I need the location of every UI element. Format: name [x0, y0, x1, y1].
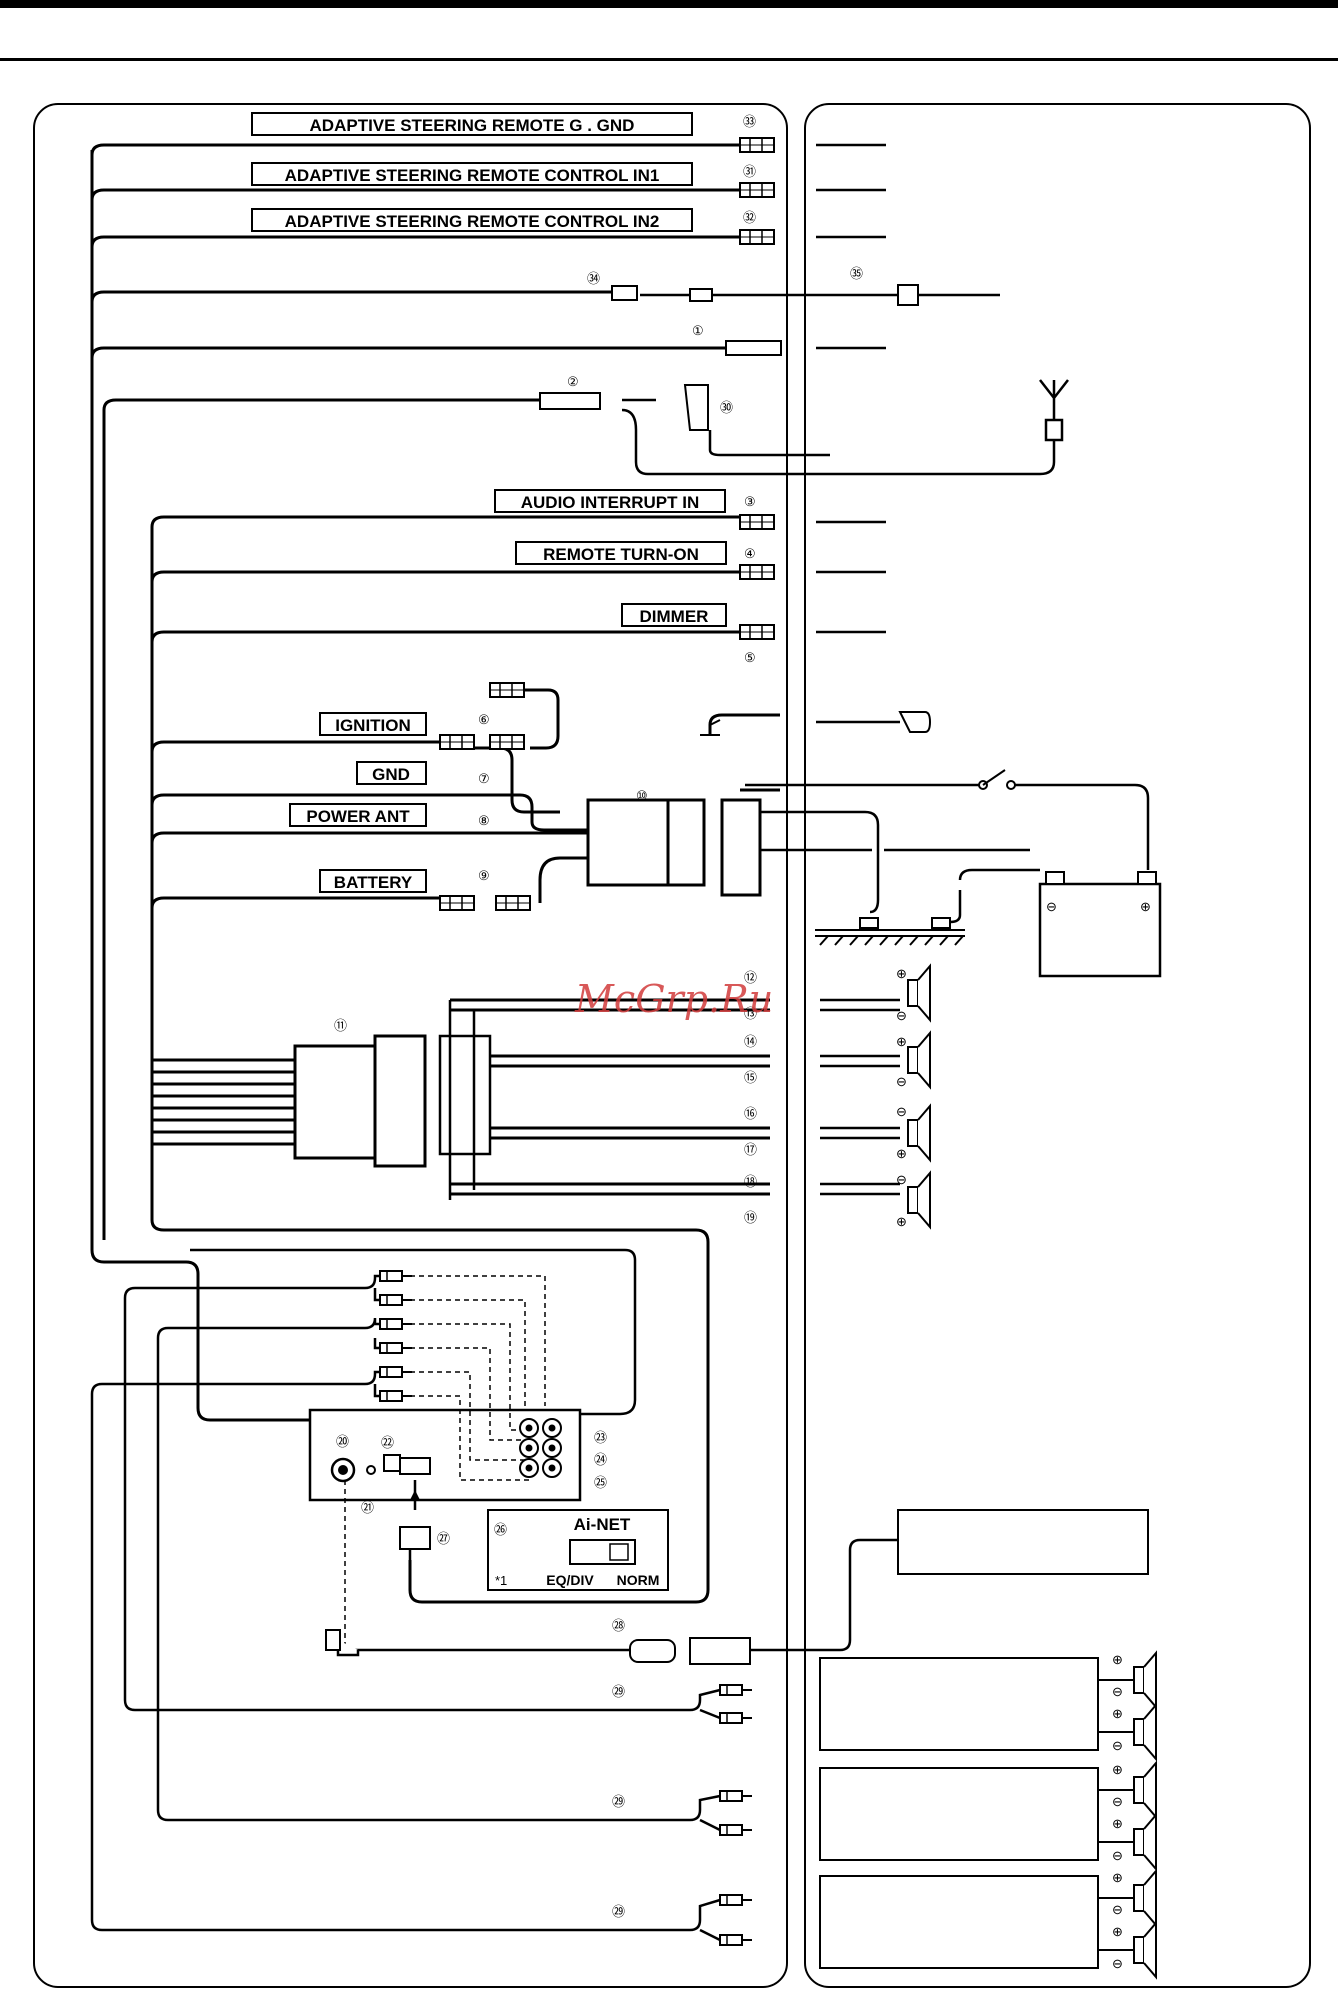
num-15: ⑮	[744, 1070, 757, 1085]
label-in2: ADAPTIVE STEERING REMOTE CONTROL IN2	[285, 212, 660, 231]
watermark: McGrp.Ru	[574, 977, 773, 1021]
pol-a2: ⊖	[1112, 1684, 1123, 1699]
num-4: ④	[744, 546, 756, 561]
label-norm: NORM	[617, 1572, 660, 1588]
num-5: ⑤	[744, 650, 756, 665]
num-6: ⑥	[478, 712, 490, 727]
label-battery: BATTERY	[334, 873, 413, 892]
num-27: ㉗	[437, 1531, 450, 1546]
num-3: ③	[744, 494, 756, 509]
num-9: ⑨	[478, 868, 490, 883]
num-16: ⑯	[744, 1106, 757, 1121]
num-11: ⑪	[334, 1018, 347, 1033]
label-ai-net: Ai-NET	[574, 1515, 631, 1534]
pol-a3: ⊕	[1112, 1706, 1123, 1721]
num-29a: ㉙	[612, 1684, 625, 1699]
pol-a4: ⊖	[1112, 1738, 1123, 1753]
num-21: ㉑	[361, 1500, 374, 1515]
num-35: ㉟	[850, 266, 863, 281]
switch-icon	[978, 769, 1016, 790]
num-2: ②	[567, 374, 579, 389]
pol-c4: ⊖	[1112, 1956, 1123, 1971]
num-33: ㉝	[743, 114, 756, 129]
num-17: ⑰	[744, 1142, 757, 1157]
label-ignition: IGNITION	[335, 716, 411, 735]
pol-15: ⊖	[896, 1074, 907, 1089]
num-8: ⑧	[478, 813, 490, 828]
pol-14: ⊕	[896, 1034, 907, 1049]
label-note: *1	[495, 1573, 507, 1588]
pol-c2: ⊖	[1112, 1902, 1123, 1917]
battery-icon	[1038, 871, 1162, 978]
pol-b3: ⊕	[1112, 1816, 1123, 1831]
label-power-ant: POWER ANT	[306, 807, 410, 826]
pol-13: ⊖	[896, 1008, 907, 1023]
num-24: ㉔	[594, 1452, 607, 1467]
pol-18: ⊖	[896, 1172, 907, 1187]
num-13: ⑬	[744, 1006, 757, 1021]
pol-b4: ⊖	[1112, 1848, 1123, 1863]
num-18: ⑱	[744, 1174, 757, 1189]
num-1: ①	[692, 323, 704, 338]
pol-a1: ⊕	[1112, 1652, 1123, 1667]
num-12: ⑫	[744, 970, 757, 985]
num-14: ⑭	[744, 1034, 757, 1049]
callout-numbers: ㉝ ㉛ ㉜ ㉞ ㉟ ① ② ㉚ ③ ④ ⑤ ⑥ ⑦ ⑧ ⑨ ⑩ ⑪ ⑫ ⑬ ⑭ …	[334, 114, 863, 1919]
pol-12: ⊕	[896, 966, 907, 981]
num-26: ㉖	[494, 1522, 507, 1537]
antenna-icon	[1039, 379, 1069, 442]
num-23: ㉓	[594, 1430, 607, 1445]
label-gnd: GND	[372, 765, 410, 784]
num-31: ㉛	[743, 164, 756, 179]
num-32: ㉜	[743, 210, 756, 225]
label-eq-div: EQ/DIV	[546, 1572, 594, 1588]
label-audio-interrupt: AUDIO INTERRUPT IN	[521, 493, 700, 512]
polarity-marks: ⊖ ⊕ ⊕ ⊖ ⊕ ⊖ ⊖ ⊕ ⊖ ⊕ ⊕ ⊖ ⊕ ⊖ ⊕ ⊖ ⊕ ⊖ ⊕ ⊖ …	[896, 899, 1151, 1971]
label-remote-turn-on: REMOTE TURN-ON	[543, 545, 699, 564]
pol-c1: ⊕	[1112, 1870, 1123, 1885]
pol-b2: ⊖	[1112, 1794, 1123, 1809]
pol-c3: ⊕	[1112, 1924, 1123, 1939]
pol-19: ⊕	[896, 1214, 907, 1229]
speaker-icon	[907, 965, 931, 1228]
label-g-gnd: ADAPTIVE STEERING REMOTE G . GND	[310, 116, 635, 135]
label-dimmer: DIMMER	[640, 607, 709, 626]
label-in1: ADAPTIVE STEERING REMOTE CONTROL IN1	[285, 166, 660, 185]
pol-17: ⊕	[896, 1146, 907, 1161]
num-30: ㉚	[720, 400, 733, 415]
num-20: ⑳	[336, 1434, 349, 1449]
rca-plug-icon	[379, 1270, 753, 1946]
num-25: ㉕	[594, 1475, 607, 1490]
pol-16: ⊖	[896, 1104, 907, 1119]
battery-plus: ⊕	[1140, 899, 1151, 914]
num-22: ㉒	[381, 1435, 394, 1450]
num-10: ⑩	[636, 788, 648, 803]
num-34: ㉞	[587, 271, 600, 286]
num-19: ⑲	[744, 1210, 757, 1225]
num-29b: ㉙	[612, 1794, 625, 1809]
pol-b1: ⊕	[1112, 1762, 1123, 1777]
num-29c: ㉙	[612, 1904, 625, 1919]
num-28: ㉘	[612, 1618, 625, 1633]
label-boxes	[251, 112, 727, 893]
battery-minus: ⊖	[1046, 899, 1057, 914]
num-7: ⑦	[478, 771, 490, 786]
